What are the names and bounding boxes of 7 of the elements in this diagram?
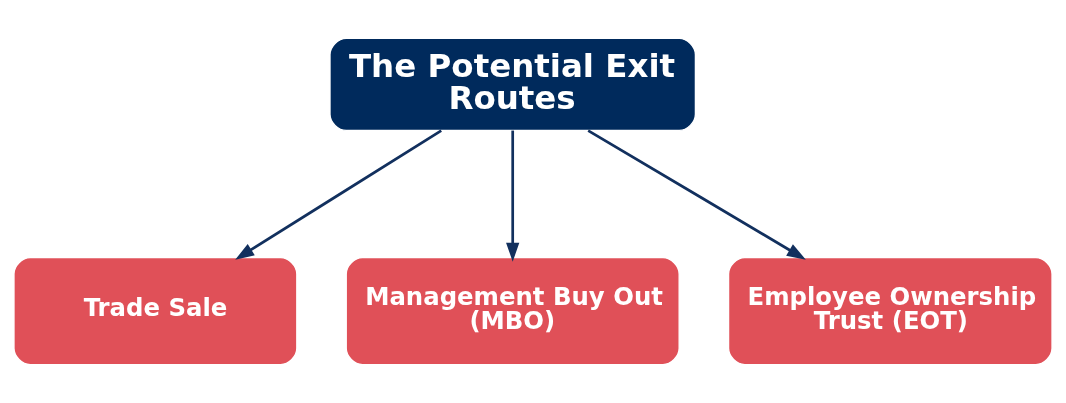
arrow	[587, 129, 806, 260]
arrow	[506, 130, 520, 262]
node-box: Management Buy Out (MBO)	[345, 257, 680, 366]
node-box: The Potential Exit Routes	[329, 37, 697, 132]
arrow	[235, 129, 442, 260]
node-box: Employee Ownership Trust (EOT)	[727, 257, 1053, 366]
node-box: Trade Sale	[13, 257, 298, 366]
